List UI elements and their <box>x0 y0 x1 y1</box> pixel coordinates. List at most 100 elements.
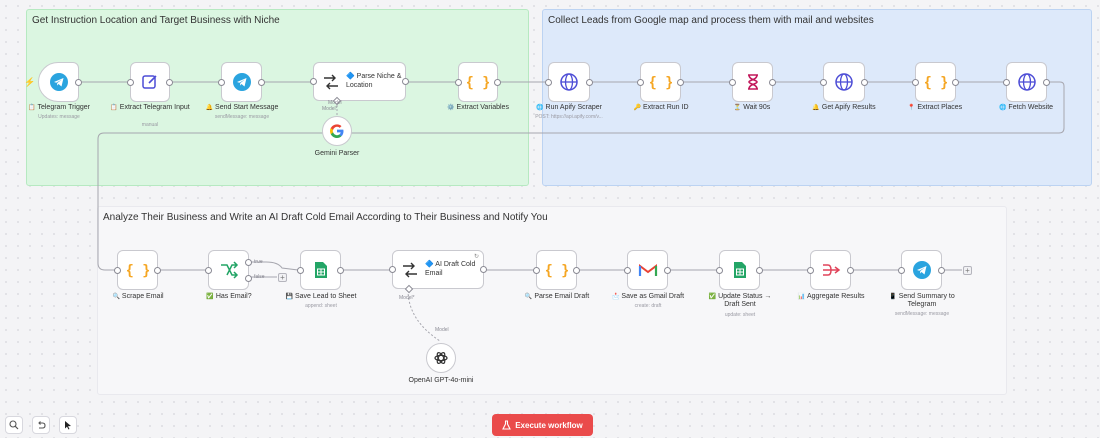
node-extract-run-id[interactable]: { } <box>637 62 684 102</box>
code-braces-icon: { } <box>925 75 947 91</box>
telegram-icon <box>49 73 68 91</box>
node-has-email[interactable] <box>205 250 252 290</box>
transform-arrows-icon <box>324 74 338 89</box>
node-ai-draft-cold-email[interactable]: 🔷 AI Draft Cold Email ↻ <box>389 250 487 294</box>
label-update-status: ✅Update Status → Draft Sent <box>708 293 772 309</box>
code-braces-icon: { } <box>127 263 149 279</box>
svg-text:{ }: { } <box>467 75 489 91</box>
label-send-summary-to-telegram: 📱Send Summary to Telegram <box>889 293 955 309</box>
sticky-title-instruction: Get Instruction Location and Target Busi… <box>32 15 280 26</box>
node-telegram-trigger[interactable] <box>38 62 82 102</box>
node-openai-gpt4o-mini[interactable] <box>426 343 456 373</box>
sticky-title-analyze: Analyze Their Business and Write an AI D… <box>103 212 548 223</box>
transform-arrows-icon <box>403 262 417 277</box>
sticky-note-analyze[interactable]: Analyze Their Business and Write an AI D… <box>97 206 1007 395</box>
node-gemini-parser[interactable] <box>322 116 352 146</box>
node-run-apify-scraper[interactable] <box>545 62 593 102</box>
globe-icon <box>560 73 578 91</box>
add-node-plus-button[interactable]: + <box>278 273 287 282</box>
label-run-apify-scraper: 🌐Run Apify Scraper <box>536 104 602 111</box>
model-port-label-top: Model <box>328 100 342 106</box>
model-required-label: Model* <box>399 295 415 301</box>
label-telegram-trigger: 📋Telegram Trigger <box>27 104 91 111</box>
refresh-icon: ↻ <box>473 254 479 260</box>
flask-icon <box>502 420 512 430</box>
node-send-start-message[interactable] <box>218 62 265 102</box>
node-update-status[interactable] <box>716 250 763 290</box>
telegram-icon <box>912 261 931 279</box>
sub-send-summary-to-telegram: sendMessage: message <box>894 311 950 317</box>
google-icon <box>330 124 344 138</box>
node-get-apify-results[interactable] <box>820 62 868 102</box>
sub-send-start-message: sendMessage: message <box>214 114 270 120</box>
add-node-plus-button-end[interactable]: + <box>963 266 972 275</box>
label-extract-places: 📍Extract Places <box>907 104 963 111</box>
sticky-note-instruction[interactable]: Get Instruction Location and Target Busi… <box>26 9 529 186</box>
sub-telegram-trigger: Updates: message <box>38 114 80 120</box>
ai-draft-title: 🔷 AI Draft Cold Email <box>425 261 476 277</box>
zoom-to-fit-button[interactable] <box>5 416 23 434</box>
label-has-email: ✅Has Email? <box>206 293 252 300</box>
code-braces-icon: { } <box>650 75 672 91</box>
false-branch-label: false <box>254 274 265 280</box>
node-fetch-website[interactable] <box>1003 62 1050 102</box>
node-extract-telegram-input[interactable] <box>127 62 173 102</box>
sub-extract-telegram-input: manual <box>141 122 159 128</box>
sub-save-as-gmail-draft: create: draft <box>634 303 662 309</box>
edit-icon <box>142 75 157 89</box>
label-extract-run-id: 🔑Extract Run ID <box>633 104 689 111</box>
label-parse-email-draft: 🔍Parse Email Draft <box>524 293 590 300</box>
node-send-summary-to-telegram[interactable] <box>898 250 945 290</box>
sub-update-status: update: sheet <box>724 312 756 318</box>
true-branch-label: true <box>254 259 263 265</box>
if-branch-icon <box>220 261 238 279</box>
svg-text:{ }: { } <box>925 75 947 91</box>
openai-icon <box>434 352 448 364</box>
parse-niche-title: 🔷 Parse Niche & Location <box>346 73 402 89</box>
label-aggregate-results: 📊Aggregate Results <box>797 293 865 300</box>
sticky-note-collect-leads[interactable]: Collect Leads from Google map and proces… <box>542 9 1092 186</box>
node-aggregate-results[interactable] <box>807 250 854 290</box>
google-sheets-icon <box>733 262 746 278</box>
code-braces-icon: { } <box>467 75 489 91</box>
pointer-mode-button[interactable] <box>59 416 77 434</box>
model-required-label: Model* <box>322 106 338 112</box>
label-wait-90s: ⏳Wait 90s <box>733 104 771 111</box>
label-save-as-gmail-draft: 📩Save as Gmail Draft <box>611 293 685 300</box>
label-extract-telegram-input: 📋Extract Telegram Input <box>110 104 190 111</box>
zoom-icon <box>9 420 19 430</box>
execute-workflow-label: Execute workflow <box>515 420 583 430</box>
undo-button[interactable] <box>32 416 50 434</box>
model-port-label-bottom: Model <box>435 327 449 333</box>
label-send-start-message: 🔔Send Start Message <box>205 104 279 111</box>
cursor-icon <box>65 421 71 430</box>
label-fetch-website: 🌐Fetch Website <box>998 104 1054 111</box>
telegram-icon <box>232 73 251 91</box>
sub-run-apify-scraper: POST: https://api.apify.com/v... <box>535 114 603 120</box>
node-wait-90s[interactable] <box>729 62 776 102</box>
node-extract-places[interactable]: { } <box>912 62 959 102</box>
hourglass-icon <box>747 74 758 90</box>
execute-workflow-button[interactable]: Execute workflow <box>492 414 593 436</box>
svg-text:{ }: { } <box>127 263 149 279</box>
node-extract-variables[interactable]: { } <box>455 62 501 102</box>
label-openai-gpt4o-mini: OpenAI GPT-4o-mini <box>408 377 474 384</box>
code-braces-icon: { } <box>546 263 568 279</box>
trigger-bolt-icon: ⚡ <box>24 77 36 87</box>
gmail-icon <box>638 264 657 276</box>
svg-text:{ }: { } <box>650 75 672 91</box>
aggregate-icon <box>822 264 840 276</box>
sub-save-lead-to-sheet: append: sheet <box>305 303 337 309</box>
node-save-lead-to-sheet[interactable] <box>297 250 344 290</box>
undo-icon <box>38 421 46 429</box>
node-save-as-gmail-draft[interactable] <box>624 250 671 290</box>
node-parse-niche-location[interactable]: 🔷 Parse Niche & Location <box>310 62 409 106</box>
node-parse-email-draft[interactable]: { } <box>533 250 580 290</box>
globe-icon <box>835 73 853 91</box>
label-save-lead-to-sheet: 💾Save Lead to Sheet <box>285 293 357 300</box>
svg-text:{ }: { } <box>546 263 568 279</box>
label-get-apify-results: 🔔Get Apify Results <box>812 104 876 111</box>
label-gemini-parser: Gemini Parser <box>314 150 360 157</box>
node-scrape-email[interactable]: { } <box>114 250 161 290</box>
